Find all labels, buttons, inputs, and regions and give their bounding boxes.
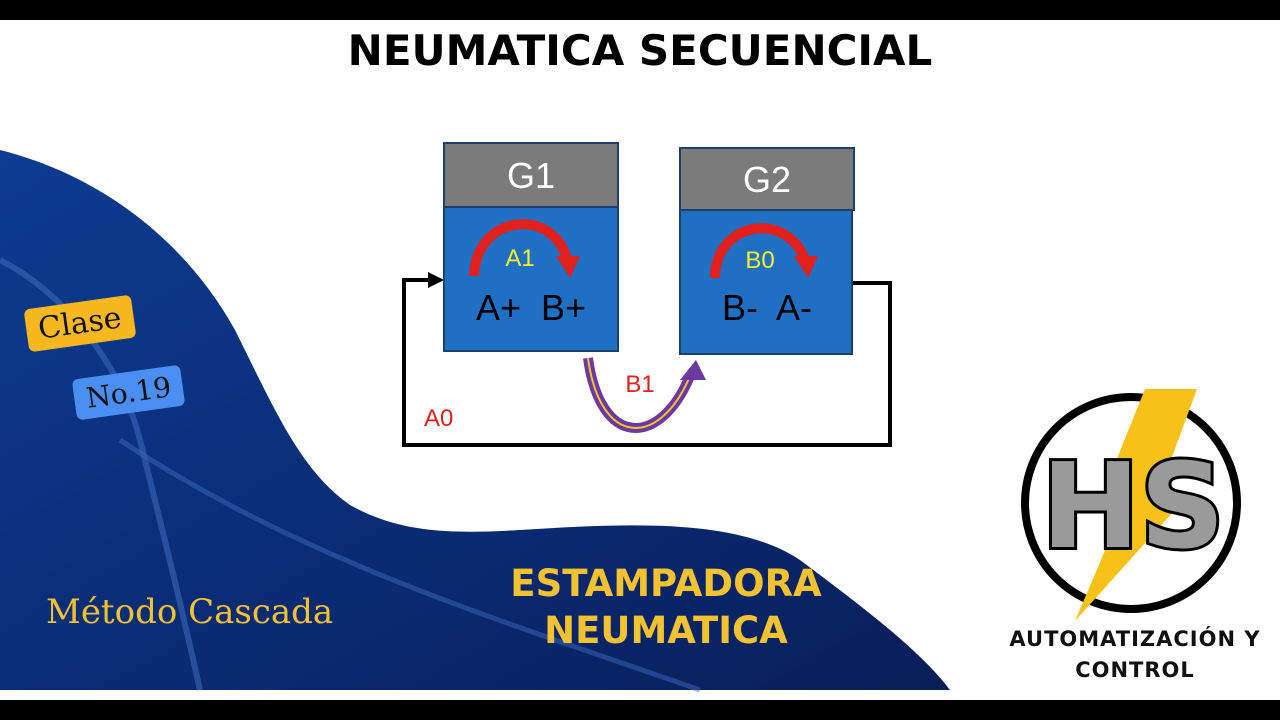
g2-arrow-label: B0 bbox=[745, 247, 774, 274]
topic-title-line-1: ESTAMPADORA bbox=[510, 562, 822, 605]
page-title: NEUMATICA SECUENCIAL bbox=[347, 26, 933, 75]
return-loop-line bbox=[402, 278, 892, 447]
transition-label: B1 bbox=[625, 371, 654, 398]
topic-title: ESTAMPADORA NEUMATICA bbox=[486, 560, 846, 654]
lightning-bolt-icon bbox=[1075, 389, 1197, 621]
g1-red-arrowhead bbox=[556, 256, 580, 278]
wave-highlight-line bbox=[0, 257, 203, 691]
group-g1: G1 A1 A+ B+ bbox=[443, 142, 619, 352]
top-letterbox bbox=[0, 0, 1280, 20]
return-label: A0 bbox=[424, 405, 453, 432]
group-g2-body bbox=[679, 209, 853, 355]
bottom-letterbox bbox=[0, 700, 1280, 720]
group-g2: G2 B0 B- A- bbox=[679, 147, 855, 355]
group-g1-header bbox=[443, 142, 619, 208]
g1-steps: A+ B+ bbox=[476, 287, 586, 328]
logo-caption: AUTOMATIZACIÓN Y CONTROL bbox=[990, 624, 1280, 686]
group-g1-name: G1 bbox=[507, 155, 555, 196]
hs-logo: HS bbox=[1021, 389, 1241, 621]
method-subtitle: Método Cascada bbox=[46, 592, 334, 632]
return-loop-arrowhead bbox=[428, 272, 444, 288]
g2-steps: B- A- bbox=[722, 287, 812, 328]
logo-initials: HS bbox=[1041, 437, 1225, 575]
topic-title-line-2: NEUMATICA bbox=[544, 609, 788, 652]
transition-arrow-inner bbox=[587, 357, 691, 429]
g1-red-arrow bbox=[469, 219, 573, 277]
group-g2-header bbox=[679, 147, 855, 211]
logo-caption-line-1: AUTOMATIZACIÓN Y bbox=[1009, 627, 1261, 651]
transition-arrowhead bbox=[680, 360, 706, 380]
g2-red-arrowhead bbox=[794, 256, 818, 278]
cascade-diagram: A0 G1 A1 A+ B+ G2 B0 B- A- B1 bbox=[390, 128, 910, 468]
g2-red-arrow bbox=[710, 223, 811, 279]
g1-arrow-label: A1 bbox=[505, 245, 534, 272]
group-g1-body bbox=[443, 206, 619, 352]
wave-highlight-line-2 bbox=[118, 437, 701, 693]
group-g2-name: G2 bbox=[743, 159, 791, 200]
wave-shape bbox=[0, 150, 950, 690]
logo-caption-line-2: CONTROL bbox=[1075, 658, 1195, 682]
